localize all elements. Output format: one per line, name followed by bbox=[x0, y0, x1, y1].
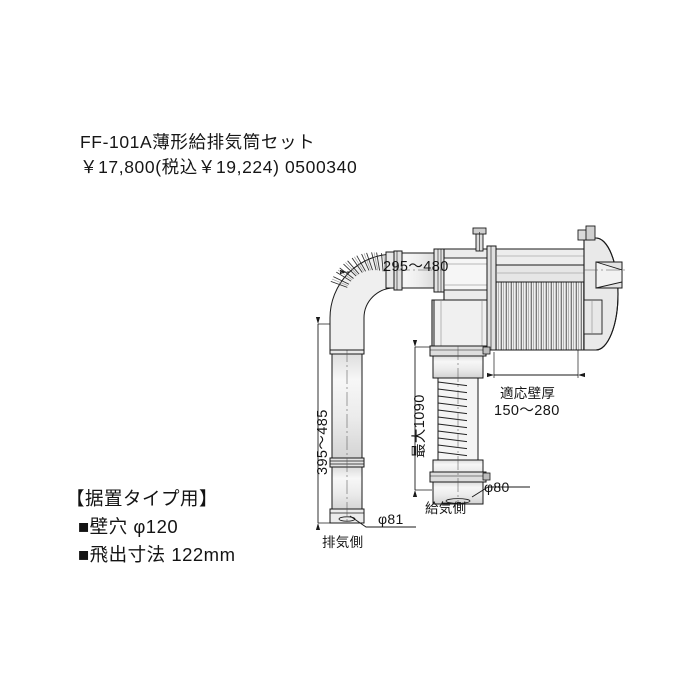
callout-supply-side: 給気側 bbox=[425, 501, 467, 516]
callout-leaders bbox=[349, 486, 530, 528]
spec-heading: 【据置タイプ用】 bbox=[66, 488, 219, 509]
title-block: FF-101A薄形給排気筒セット ￥17,800(税込￥19,224) 0500… bbox=[80, 130, 357, 180]
product-name: FF-101A薄形給排気筒セット bbox=[80, 132, 316, 152]
spec-block: 【据置タイプ用】 ■壁穴 φ120 ■飛出寸法 122mm bbox=[66, 485, 236, 569]
upper-horizontal-duct bbox=[393, 248, 600, 293]
callout-supply-diameter: φ80 bbox=[484, 479, 510, 495]
spec-item-protrusion: ■飛出寸法 122mm bbox=[78, 544, 236, 566]
supply-flexible-branch bbox=[429, 345, 491, 505]
dim-label-wall-thickness-value: 150〜280 bbox=[494, 403, 560, 419]
corrugated-wall-sleeve bbox=[495, 248, 589, 351]
callout-exhaust-side: 排気側 bbox=[322, 535, 364, 550]
dim-label-wall-thickness-title: 適応壁厚 bbox=[500, 386, 556, 401]
outer-terminal-hood bbox=[577, 225, 628, 351]
spec-item-wall-hole: ■壁穴 φ120 bbox=[78, 516, 179, 538]
callout-exhaust-diameter: φ81 bbox=[378, 511, 404, 527]
product-price-code: ￥17,800(税込￥19,224) 0500340 bbox=[80, 156, 358, 177]
dim-label-max-length: 最大1090 bbox=[412, 394, 428, 458]
flexible-elbow bbox=[329, 251, 396, 351]
dimension-max-length bbox=[412, 339, 432, 498]
dim-label-horizontal-span: 295〜480 bbox=[383, 259, 449, 275]
dim-label-vertical-span: 395〜485 bbox=[315, 409, 331, 475]
exhaust-vertical-pipe bbox=[329, 344, 365, 524]
